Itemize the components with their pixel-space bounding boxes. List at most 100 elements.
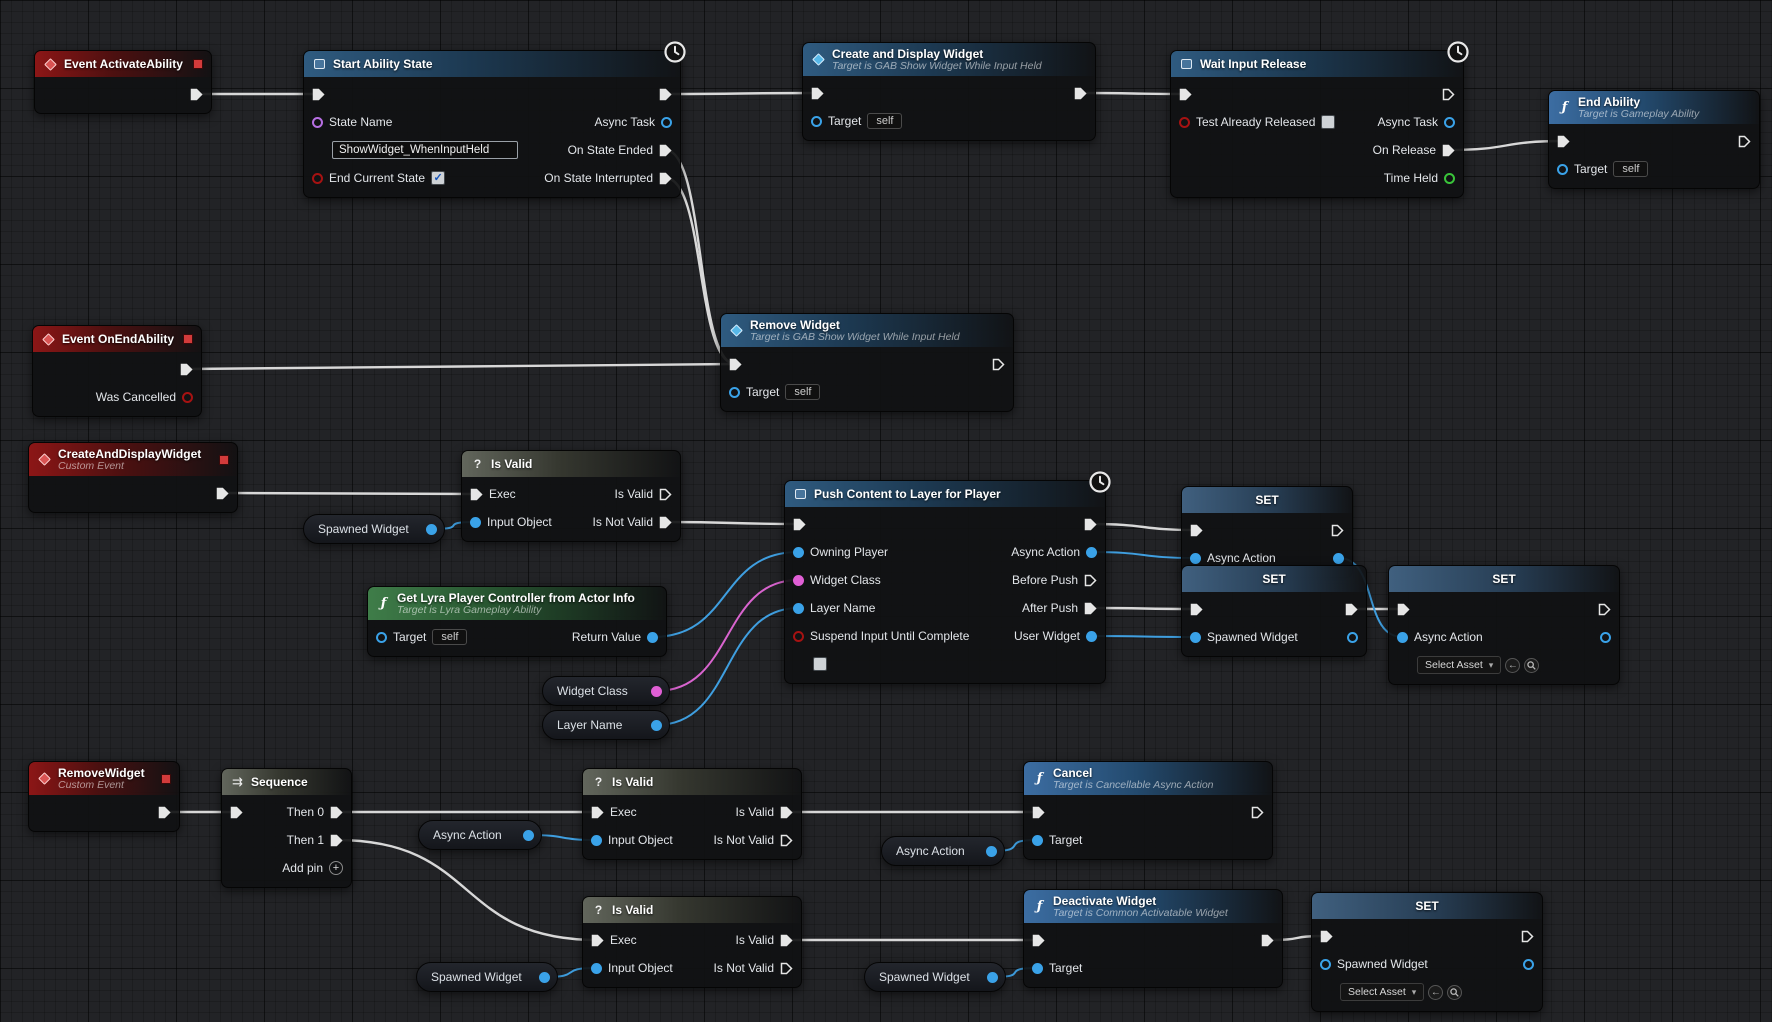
pin-exec-out-exec-icon[interactable] [1074, 87, 1087, 100]
pin-exec-in-exec-icon[interactable] [470, 488, 483, 501]
pin-input-object-object-icon[interactable] [591, 962, 602, 974]
pin-end-current-state-bool-icon[interactable] [312, 172, 323, 184]
pin-user-widget-object-icon[interactable] [1086, 630, 1097, 642]
pin-value-out-object-icon[interactable] [1347, 631, 1358, 643]
node-widget-class-pill[interactable]: Widget Class [542, 676, 670, 706]
node-spawned-widget-pill-2[interactable]: Spawned Widget [416, 962, 558, 992]
pin-target-object-icon[interactable] [729, 386, 740, 398]
pin-exec-in-exec-icon[interactable] [1557, 135, 1570, 148]
pin-out-object-icon[interactable] [987, 971, 998, 983]
pin-out-object-icon[interactable] [426, 523, 437, 535]
node-async-action-pill-2[interactable]: Async Action [881, 836, 1005, 866]
browse-asset-button[interactable] [1447, 984, 1463, 1000]
pin-return-value-object-icon[interactable] [647, 631, 658, 643]
pin-exec-in-exec-icon[interactable] [811, 87, 824, 100]
pin-owning-player-object-icon[interactable] [793, 546, 804, 558]
pin-exec-in-exec-icon[interactable] [793, 518, 806, 531]
pin-target-object-icon[interactable] [1032, 834, 1043, 846]
use-selected-asset-button[interactable]: ← [1505, 657, 1521, 673]
pin-layer-name-object-icon[interactable] [793, 602, 804, 614]
pin-then-0-exec-icon[interactable] [330, 806, 343, 819]
node-layer-name-pill[interactable]: Layer Name [542, 710, 670, 740]
pin-on-release-exec-icon[interactable] [1442, 144, 1455, 157]
pin-state-name-name-icon[interactable] [312, 116, 323, 128]
node-spawned-widget-pill-1[interactable]: Spawned Widget [303, 514, 445, 544]
checkbox[interactable]: ✓ [431, 171, 446, 185]
pin-exec-in-exec-icon[interactable] [1179, 88, 1192, 101]
pin-exec-out-exec-icon[interactable] [1261, 934, 1274, 947]
pin-exec-out-exec-icon[interactable] [190, 88, 203, 101]
pin-input-object-object-icon[interactable] [591, 834, 602, 846]
pin-exec-in-exec-icon[interactable] [729, 358, 742, 371]
pin-exec-in-exec-icon[interactable] [1320, 930, 1333, 943]
pin-before-push-exec-icon[interactable] [1084, 574, 1097, 587]
pin-is-valid-exec-icon[interactable] [659, 488, 672, 501]
pin-exec-out-exec-icon[interactable] [180, 363, 193, 376]
pin-is-not-valid-exec-icon[interactable] [780, 962, 793, 975]
pin-out-object-icon[interactable] [539, 971, 550, 983]
pin-value-in-object-icon[interactable] [1190, 552, 1201, 564]
node-spawned-widget-pill-3[interactable]: Spawned Widget [864, 962, 1006, 992]
pin-exec-in-exec-icon[interactable] [1032, 934, 1045, 947]
add-pin-button[interactable]: + [329, 861, 343, 875]
node-async-action-pill-1[interactable]: Async Action [418, 820, 542, 850]
pin-exec-out-exec-icon[interactable] [992, 358, 1005, 371]
pin-exec-in-exec-icon[interactable] [230, 806, 243, 819]
pin-exec-in-exec-icon[interactable] [1190, 603, 1203, 616]
pin-was-cancelled-bool-icon[interactable] [182, 391, 193, 403]
pin-out-class-icon[interactable] [651, 685, 662, 697]
asset-select-dropdown[interactable]: Select Asset▾ [1417, 656, 1502, 674]
pin-async-task-object-icon[interactable] [1444, 116, 1455, 128]
pin-exec-in-exec-icon[interactable] [591, 934, 604, 947]
pin-target-object-icon[interactable] [1032, 962, 1043, 974]
pin-value-in-object-icon[interactable] [1320, 958, 1331, 970]
pin-is-not-valid-exec-icon[interactable] [659, 516, 672, 529]
pin-exec-out-exec-icon[interactable] [1442, 88, 1455, 101]
use-selected-asset-button[interactable]: ← [1428, 984, 1444, 1000]
browse-asset-button[interactable] [1524, 657, 1540, 673]
asset-select-dropdown[interactable]: Select Asset▾ [1340, 983, 1425, 1001]
pin-exec-in-exec-icon[interactable] [1190, 524, 1203, 537]
pin-out-object-icon[interactable] [523, 829, 534, 841]
pin-exec-out-exec-icon[interactable] [1251, 806, 1264, 819]
pin-exec-out-exec-icon[interactable] [1738, 135, 1751, 148]
pin-suspend-input-bool-icon[interactable] [793, 630, 804, 642]
pin-target-object-icon[interactable] [376, 631, 387, 643]
pin-out-object-icon[interactable] [651, 719, 662, 731]
pin-exec-out-exec-icon[interactable] [1331, 524, 1344, 537]
pin-exec-in-exec-icon[interactable] [1397, 603, 1410, 616]
text-input[interactable]: ShowWidget_WhenInputHeld [332, 141, 518, 159]
pin-test-already-released-bool-icon[interactable] [1179, 116, 1190, 128]
pin-exec-out-exec-icon[interactable] [1521, 930, 1534, 943]
pin-after-push-exec-icon[interactable] [1084, 602, 1097, 615]
pin-exec-in-exec-icon[interactable] [1032, 806, 1045, 819]
pin-time-held-float-icon[interactable] [1444, 172, 1455, 184]
pin-value-out-object-icon[interactable] [1333, 552, 1344, 564]
pin-exec-out-exec-icon[interactable] [1345, 603, 1358, 616]
pin-is-not-valid-exec-icon[interactable] [780, 834, 793, 847]
pin-is-valid-exec-icon[interactable] [780, 934, 793, 947]
checkbox[interactable] [1321, 115, 1336, 129]
pin-value-in-object-icon[interactable] [1190, 631, 1201, 643]
pin-exec-out-exec-icon[interactable] [659, 88, 672, 101]
pin-on-state-ended-exec-icon[interactable] [659, 144, 672, 157]
pin-input-object-object-icon[interactable] [470, 516, 481, 528]
pin-is-valid-exec-icon[interactable] [780, 806, 793, 819]
